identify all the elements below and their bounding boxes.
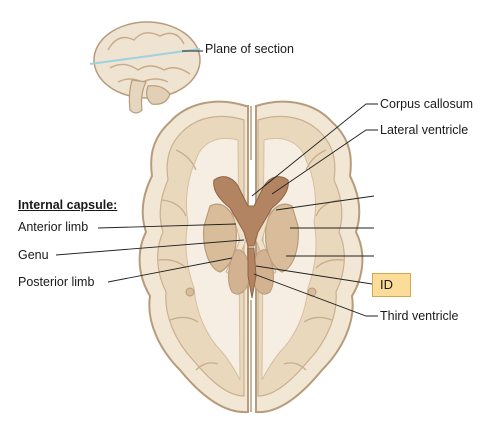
plane-of-section-label: Plane of section bbox=[205, 42, 294, 56]
internal-capsule-heading: Internal capsule: bbox=[18, 198, 118, 212]
third-ventricle-shape bbox=[247, 247, 257, 299]
leader-lines bbox=[55, 50, 378, 317]
third-ventricle-leader bbox=[253, 273, 378, 317]
id-leader bbox=[255, 265, 373, 285]
third-ventricle-label: Third ventricle bbox=[380, 309, 459, 323]
lateral-ventricle-shape bbox=[213, 176, 289, 247]
plane-of-section-line bbox=[89, 48, 201, 65]
axial-brain-section bbox=[138, 100, 364, 414]
unlabeled-leader-1 bbox=[275, 195, 375, 211]
posterior-limb-leader bbox=[107, 257, 233, 283]
anterior-limb-leader bbox=[97, 223, 237, 229]
id-label-box: ID bbox=[372, 273, 411, 297]
corpus-callosum-leader bbox=[251, 103, 378, 197]
anterior-limb-label: Anterior limb bbox=[18, 220, 89, 234]
corpus-callosum-label: Corpus callosum bbox=[380, 97, 474, 111]
genu-leader bbox=[55, 239, 245, 256]
posterior-limb-label: Posterior limb bbox=[18, 275, 95, 289]
lateral-ventricle-label: Lateral ventricle bbox=[380, 123, 469, 137]
lateral-brain-icon bbox=[93, 21, 201, 114]
genu-label: Genu bbox=[18, 248, 49, 262]
lateral-ventricle-leader bbox=[271, 129, 378, 195]
